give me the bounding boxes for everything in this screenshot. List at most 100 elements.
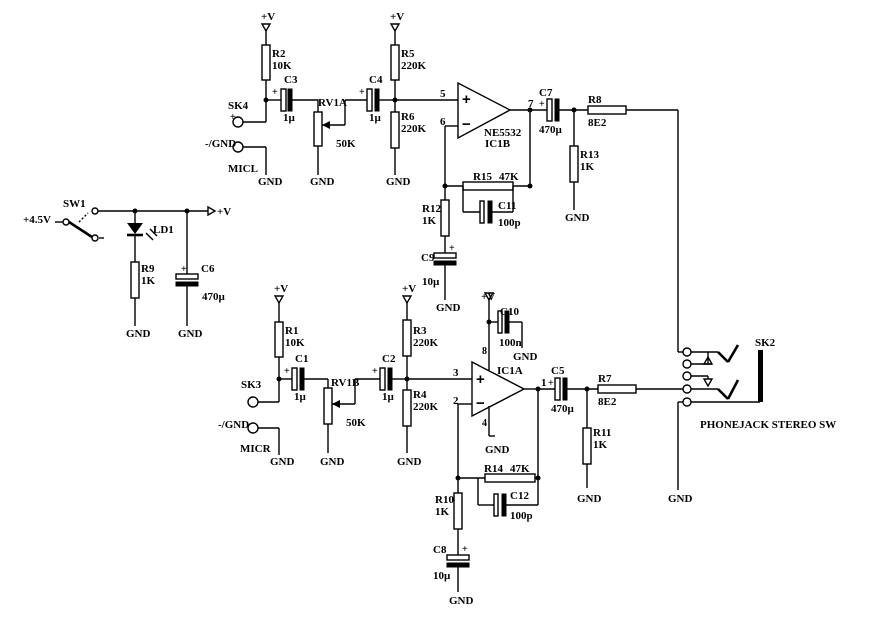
svg-text:GND: GND: [577, 493, 602, 505]
svg-text:R14: R14: [484, 463, 503, 475]
svg-text:+: +: [449, 243, 455, 254]
svg-text:C1: C1: [295, 353, 308, 365]
svg-text:SK3: SK3: [241, 379, 262, 391]
svg-text:8E2: 8E2: [588, 117, 607, 129]
svg-text:GND: GND: [397, 456, 422, 468]
svg-text:RV1A: RV1A: [318, 97, 347, 109]
svg-text:470µ: 470µ: [202, 291, 226, 303]
feedback-r15: R15 47K: [445, 110, 531, 191]
svg-text:+: +: [462, 91, 471, 108]
svg-text:1K: 1K: [422, 215, 437, 227]
svg-text:R6: R6: [401, 111, 415, 123]
svg-text:R9: R9: [141, 263, 155, 275]
svg-text:C3: C3: [284, 74, 298, 86]
svg-text:47K: 47K: [499, 171, 519, 183]
svg-text:−: −: [462, 116, 471, 133]
capacitor-c10: C10 100n GND: [489, 306, 538, 363]
capacitor-c9: C9 10µ + GND: [421, 243, 461, 314]
jack-sk3: SK3: [241, 379, 280, 408]
svg-text:1K: 1K: [435, 506, 450, 518]
svg-text:GND: GND: [126, 328, 151, 340]
svg-text:R12: R12: [422, 203, 441, 215]
svg-text:+: +: [359, 87, 365, 98]
svg-text:GND: GND: [436, 302, 461, 314]
svg-text:NE5532: NE5532: [484, 127, 522, 139]
resistor-r8: R8 8E2: [587, 94, 679, 352]
svg-text:C4: C4: [369, 74, 383, 86]
svg-text:6: 6: [440, 116, 446, 128]
capacitor-c2: C2 1µ +: [372, 353, 407, 403]
svg-text:5: 5: [440, 88, 446, 100]
svg-text:GND: GND: [449, 595, 474, 607]
phonejack-sk2: SK2 PHONEJACK STEREO SW GND: [668, 337, 836, 505]
svg-text:GND: GND: [258, 176, 283, 188]
svg-text:IC1A: IC1A: [497, 365, 523, 377]
svg-text:+V: +V: [261, 11, 275, 23]
capacitor-c5: C5 470µ +: [538, 365, 598, 415]
svg-text:C9: C9: [421, 252, 435, 264]
svg-text:+: +: [476, 371, 485, 388]
svg-text:LD1: LD1: [153, 224, 174, 236]
svg-text:R8: R8: [588, 94, 602, 106]
svg-text:10K: 10K: [272, 60, 292, 72]
vplus-r2: +V: [260, 11, 275, 45]
svg-text:C8: C8: [433, 544, 447, 556]
svg-text:MICR: MICR: [240, 443, 272, 455]
svg-text:C7: C7: [539, 87, 553, 99]
resistor-r10: R10 1K: [435, 478, 463, 555]
svg-text:+: +: [372, 366, 378, 377]
svg-text:R10: R10: [435, 494, 454, 506]
svg-text:1K: 1K: [580, 161, 595, 173]
svg-text:R11: R11: [593, 427, 611, 439]
svg-text:+: +: [462, 544, 468, 555]
svg-text:10µ: 10µ: [422, 276, 440, 288]
svg-text:C12: C12: [510, 490, 529, 502]
svg-text:8: 8: [482, 346, 487, 357]
svg-text:RV1B: RV1B: [331, 377, 360, 389]
svg-text:SK2: SK2: [755, 337, 776, 349]
svg-text:100n: 100n: [499, 337, 522, 349]
svg-text:C6: C6: [201, 263, 215, 275]
svg-text:+: +: [181, 264, 187, 275]
svg-text:1µ: 1µ: [369, 112, 382, 124]
svg-text:1K: 1K: [593, 439, 608, 451]
svg-text:IC1B: IC1B: [485, 138, 511, 150]
resistor-r13: R13 1K GND: [565, 110, 599, 224]
svg-text:1K: 1K: [141, 275, 156, 287]
svg-text:GND: GND: [485, 444, 510, 456]
led-ld1: LD1: [127, 211, 174, 262]
svg-text:GND: GND: [513, 351, 538, 363]
capacitor-c6: C6 470µ + GND: [175, 211, 226, 340]
svg-text:470µ: 470µ: [539, 124, 563, 136]
svg-text:+V: +V: [402, 283, 416, 295]
resistor-r9: R9 1K GND: [126, 261, 156, 340]
svg-text:+: +: [272, 87, 278, 98]
svg-text:1µ: 1µ: [283, 112, 296, 124]
resistor-r12: R12 1K: [422, 186, 450, 253]
potentiometer-rv1b: RV1B 50K GND: [320, 377, 380, 468]
capacitor-c11: C11 100p: [462, 186, 521, 229]
svg-text:+4.5V: +4.5V: [23, 214, 51, 226]
resistor-r1: +V R1 10K: [273, 283, 305, 379]
svg-text:SK4: SK4: [228, 100, 249, 112]
svg-text:PHONEJACK STEREO SW: PHONEJACK STEREO SW: [700, 419, 836, 431]
capacitor-c8: C8 10µ + GND: [433, 544, 474, 607]
svg-text:GND: GND: [320, 456, 345, 468]
svg-text:R15: R15: [473, 171, 492, 183]
svg-text:470µ: 470µ: [551, 403, 575, 415]
battery-switch-sw1: +4.5V SW1 +V: [23, 198, 231, 242]
svg-text:GND: GND: [270, 456, 295, 468]
resistor-r6: R6 220K GND: [386, 100, 427, 188]
svg-text:50K: 50K: [336, 138, 356, 150]
feedback-r14: R14 47K: [458, 389, 539, 483]
svg-text:−: −: [476, 395, 485, 412]
svg-text:1: 1: [541, 377, 547, 389]
svg-text:50K: 50K: [346, 417, 366, 429]
input-gnd-l: -/GND MICL GND: [205, 138, 283, 188]
svg-text:GND: GND: [668, 493, 693, 505]
svg-text:+V: +V: [481, 291, 495, 303]
svg-text:C10: C10: [500, 306, 519, 318]
svg-text:-/GND: -/GND: [218, 419, 249, 431]
capacitor-c4: C4 1µ +: [359, 74, 395, 124]
